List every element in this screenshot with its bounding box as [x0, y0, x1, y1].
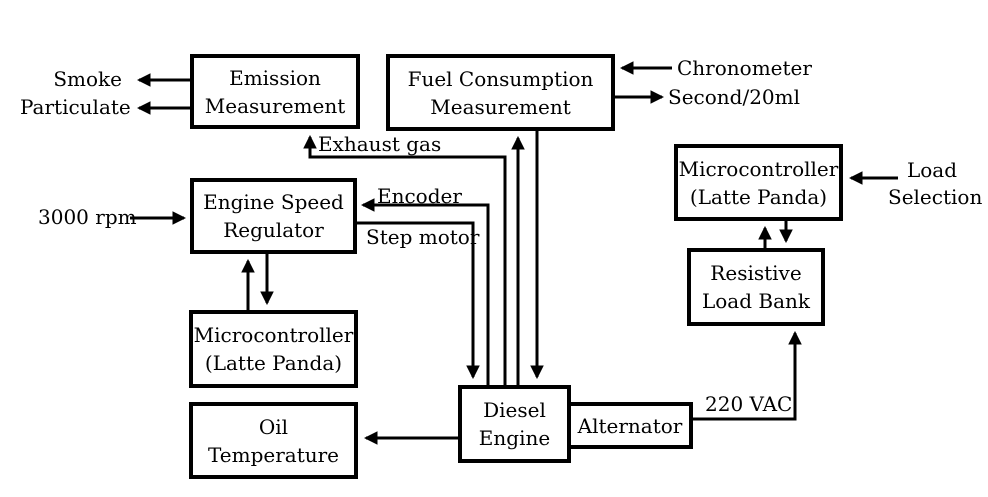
- arrow-step-motor: [355, 221, 480, 380]
- smoke-label: Smoke: [53, 67, 122, 91]
- box-label-line: (Latte Panda): [689, 184, 828, 209]
- box-label-line: Alternator: [577, 413, 683, 438]
- box-label-line: Measurement: [430, 94, 571, 119]
- box-label-line: Measurement: [204, 93, 346, 118]
- emission-measurement-box: Emission Measurement: [190, 54, 360, 129]
- step-motor-label: Step motor: [366, 225, 480, 249]
- oil-temperature-box: Oil Temperature: [189, 402, 358, 479]
- box-label-line: Emission: [229, 65, 321, 90]
- alternator-box: Alternator: [567, 402, 693, 449]
- load-selection-line: Selection: [888, 185, 983, 209]
- fuel-consumption-measurement-box: Fuel Consumption Measurement: [386, 54, 615, 131]
- encoder-label: Encoder: [377, 184, 462, 208]
- 220vac-label: 220 VAC: [705, 392, 793, 416]
- box-label-line: Temperature: [207, 442, 340, 467]
- load-selection-line: Load: [906, 158, 958, 182]
- engine-speed-regulator-box: Engine Speed Regulator: [190, 178, 357, 254]
- box-label-line: Engine Speed: [203, 190, 344, 214]
- exhaust-gas-label: Exhaust gas: [318, 132, 442, 156]
- box-label-line: Load Bank: [701, 289, 811, 313]
- arrow-encoder: [360, 198, 490, 385]
- box-label-line: Fuel Consumption: [407, 66, 594, 91]
- box-label-line: Microcontroller: [193, 323, 354, 347]
- microcontroller-right-box: Microcontroller (Latte Panda): [674, 144, 843, 221]
- microcontroller-left-box: Microcontroller (Latte Panda): [189, 310, 358, 388]
- box-label-line: Regulator: [223, 218, 324, 242]
- box-label-line: Microcontroller: [678, 156, 839, 181]
- box-label-line: Oil: [258, 414, 289, 439]
- box-label-line: (Latte Panda): [204, 351, 343, 375]
- particulate-label: Particulate: [20, 95, 131, 119]
- box-label-line: Diesel: [483, 398, 546, 422]
- arrow-exhaust-gas: [303, 134, 507, 385]
- second-per-20ml-label: Second/20ml: [668, 85, 801, 109]
- rpm-setpoint-label: 3000 rpm: [38, 205, 137, 229]
- resistive-load-bank-box: Resistive Load Bank: [687, 248, 825, 326]
- arrow-220vac-to-loadbank: [693, 330, 802, 421]
- load-selection-label: Load Selection: [888, 157, 982, 211]
- box-label-line: Engine: [478, 426, 551, 450]
- diesel-engine-box: Diesel Engine: [458, 385, 571, 463]
- box-label-line: Resistive: [710, 261, 802, 285]
- chronometer-label: Chronometer: [677, 56, 812, 80]
